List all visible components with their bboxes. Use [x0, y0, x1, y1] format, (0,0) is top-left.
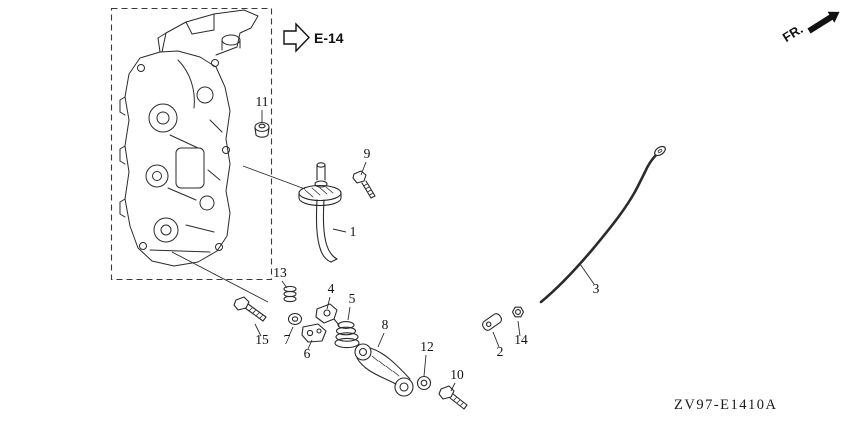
part-label-15: 15: [255, 332, 269, 347]
e14-arrow-icon: [283, 22, 310, 53]
part-4-drawing: [315, 303, 340, 326]
part-10-drawing: [438, 385, 468, 410]
part-label-10: 10: [450, 367, 464, 382]
diagram-code: ZV97-E1410A: [674, 397, 778, 413]
part-label-7: 7: [284, 332, 291, 347]
part-label-11: 11: [256, 94, 269, 109]
part-3-drawing: [539, 145, 666, 304]
part-label-4: 4: [328, 281, 335, 296]
part-7-drawing: [287, 312, 303, 326]
part-9-drawing: [352, 170, 376, 199]
part-label-13: 13: [273, 265, 287, 280]
part-label-3: 3: [593, 281, 600, 296]
fr-arrow-icon: [807, 11, 840, 34]
leader-lines: [171, 110, 595, 392]
engine-crankcase-drawing: [119, 9, 259, 267]
fr-label: FR.: [780, 21, 806, 45]
part-label-8: 8: [382, 317, 389, 332]
e14-label: E-14: [314, 30, 344, 46]
part-label-12: 12: [420, 339, 434, 354]
part-11-drawing: [254, 121, 270, 138]
part-label-6: 6: [304, 346, 311, 361]
part-label-2: 2: [497, 344, 504, 359]
part-label-5: 5: [349, 291, 356, 306]
part-12-drawing: [416, 375, 432, 391]
part-5-drawing: [334, 321, 360, 349]
part-15-drawing: [233, 296, 267, 322]
part-14-drawing: [511, 306, 525, 318]
part-callouts: 1 2 3 4 5 6 7 8 9 10 11 12 13 14 15: [255, 94, 599, 382]
part-2-drawing: [481, 313, 503, 331]
part-13-drawing: [283, 285, 297, 303]
part-label-9: 9: [364, 146, 371, 161]
part-1-drawing: [298, 162, 342, 263]
part-label-14: 14: [514, 332, 528, 347]
part-8-drawing: [354, 343, 414, 397]
part-6-drawing: [301, 323, 327, 343]
reference-dashed-box: [110, 7, 273, 281]
part-label-1: 1: [350, 224, 357, 239]
